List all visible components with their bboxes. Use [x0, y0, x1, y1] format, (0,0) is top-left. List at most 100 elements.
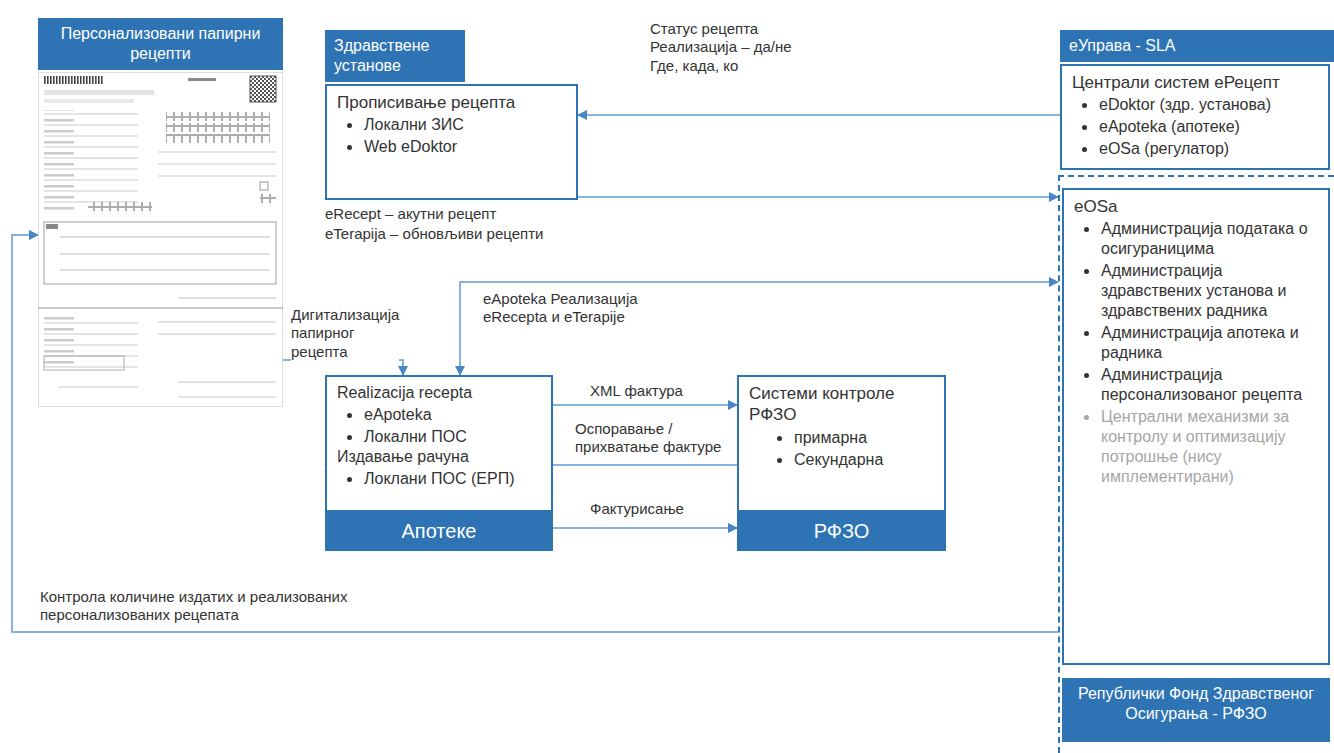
- edge-label: eApoteka Реализација eRecepta и eTerapij…: [483, 290, 653, 327]
- rx-field: [44, 222, 276, 284]
- egov-box: еУправа - SLAЦентрали систем еРецептeDok…: [1060, 30, 1334, 170]
- connector: [553, 527, 737, 529]
- signature-line: [178, 382, 276, 383]
- connector: [540, 197, 1058, 200]
- faint-heading: [44, 99, 134, 103]
- bullet-item: Администрација апотека и радника: [1074, 323, 1318, 363]
- bullet-text: Администрација података о осигураницима: [1101, 219, 1318, 259]
- box-text: Прописивање рецепта: [337, 92, 566, 113]
- signature-line: [58, 387, 138, 388]
- section-divider: [38, 308, 283, 309]
- bullet-dot: [1082, 147, 1087, 152]
- rfzo-control-box: Системи контроле РФЗОпримарнаСекундарнаР…: [737, 375, 946, 551]
- edge-label: Фактурисање: [590, 500, 710, 518]
- bullet-dot: [1084, 331, 1089, 336]
- connector: [553, 404, 737, 406]
- bullet-dot: [1084, 415, 1089, 420]
- bullet-item: Web eDoktor: [337, 137, 566, 157]
- bullet-item: Администрација здравствених установа и з…: [1074, 261, 1318, 321]
- bullet-dot: [1084, 227, 1089, 232]
- header-band: Здравствене установе: [325, 30, 465, 82]
- bullet-dot: [1084, 269, 1089, 274]
- content-box: Системи контроле РФЗОпримарнаСекундарна: [737, 375, 946, 512]
- bullet-dot: [777, 436, 782, 441]
- bullet-dot: [1082, 103, 1087, 108]
- form-number: [188, 78, 216, 81]
- qr-code: [250, 76, 276, 102]
- health-institutions-box: Здравствене установеПрописивање рецептаЛ…: [325, 30, 578, 200]
- bullet-text: Локални ПОС: [364, 427, 467, 447]
- digit-cells: [166, 123, 270, 132]
- form-line: [158, 152, 276, 153]
- footer-band: Апотеке: [325, 512, 553, 551]
- bullet-item: Администрација података о осигураницима: [1074, 219, 1318, 259]
- digit-cells: [166, 134, 270, 143]
- bullet-text: eApoteka: [364, 405, 432, 425]
- footer-band: Републички Фонд Здравственог Осигурања -…: [1062, 678, 1330, 742]
- header-band: Персонализовани папирни рецепти: [38, 18, 283, 70]
- bullet-item: Секундарна: [749, 450, 934, 470]
- bullet-text: Администрација здравствених установа и з…: [1101, 261, 1318, 321]
- bullet-dot: [347, 435, 352, 440]
- box-text: eOSa: [1074, 196, 1318, 217]
- form-line: [158, 322, 276, 323]
- bullet-dot: [347, 123, 352, 128]
- signature-line: [178, 397, 276, 398]
- bullet-dot: [1084, 373, 1089, 378]
- content-box: Realizacija receptaeApotekaЛокални ПОСИз…: [325, 375, 553, 512]
- paper-prescription: Персонализовани папирни рецепти: [38, 18, 283, 408]
- bullet-item: eApoteka: [337, 405, 541, 425]
- bullet-item: Локлани ПОС (ЕРП): [337, 469, 541, 489]
- bullet-dot: [347, 413, 352, 418]
- rx-line: [60, 254, 270, 255]
- bullet-item: eDoktor (здр. установа): [1072, 95, 1318, 115]
- bullet-item: eApoteka (апотеке): [1072, 117, 1318, 137]
- bullet-dot: [1082, 125, 1087, 130]
- connector: [460, 282, 1058, 375]
- form-line: [158, 176, 276, 177]
- bullet-item: Локални ПОС: [337, 427, 541, 447]
- digit-cells: [88, 202, 152, 211]
- rfzo-region: Републички Фонд Здравственог Осигурања -…: [1058, 175, 1334, 753]
- pharmacy-box: [44, 356, 124, 370]
- bullet-text: примарна: [794, 428, 867, 448]
- form-fields: [38, 110, 283, 210]
- pharmacy-fields: [38, 314, 283, 369]
- barcode: [44, 76, 104, 84]
- bullet-dot: [777, 458, 782, 463]
- content-box: Централи систем еРецептeDoktor (здр. уст…: [1060, 64, 1330, 170]
- edge-label: Контрола количине издатих и реализованих…: [40, 588, 370, 625]
- bullet-item: Локални ЗИС: [337, 115, 566, 135]
- bullet-text: eOSa (регулатор): [1099, 139, 1229, 159]
- bullet-text: Локални ЗИС: [364, 115, 464, 135]
- edge-label: Оспоравање / прихватање фактуре: [575, 420, 725, 457]
- bullet-dot: [347, 477, 352, 482]
- bullet-text: eDoktor (здр. установа): [1099, 95, 1271, 115]
- form-line: [158, 334, 276, 335]
- paper-prescription-illustration: [38, 72, 283, 407]
- content-box: eOSaАдминистрација података о осигураниц…: [1062, 188, 1330, 665]
- box-text: Централи систем еРецепт: [1072, 72, 1318, 93]
- bullet-item: примарна: [749, 428, 934, 448]
- edge-label: XML фактура: [590, 382, 710, 400]
- digit-cells: [166, 112, 270, 121]
- eosa-box: eOSaАдминистрација података о осигураниц…: [1062, 188, 1330, 665]
- connector: [578, 114, 1060, 116]
- bullet-text: eApoteka (апотеке): [1099, 117, 1240, 137]
- bullet-text: Секундарна: [794, 450, 883, 470]
- note-label: eTerapija – обновљиви рецепти: [325, 225, 645, 243]
- digit-cells: [260, 194, 276, 203]
- bullet-item: Централни механизми за контролу и оптими…: [1074, 407, 1318, 487]
- edge-label: Дигитализација папирног рецепта: [291, 306, 399, 361]
- paper-sheet: [39, 73, 283, 407]
- form-line: [158, 164, 276, 165]
- bullet-dot: [347, 145, 352, 150]
- header-band: еУправа - SLA: [1060, 30, 1334, 62]
- rx-line: [60, 237, 270, 238]
- connector: [283, 360, 403, 375]
- footer-band: РФЗО: [737, 512, 946, 551]
- pharmacies-box: Realizacija receptaeApotekaЛокални ПОСИз…: [325, 375, 553, 551]
- edge-label: Статус рецепта Реализација – да/не Где, …: [650, 20, 800, 75]
- box-text: Realizacija recepta: [337, 383, 541, 403]
